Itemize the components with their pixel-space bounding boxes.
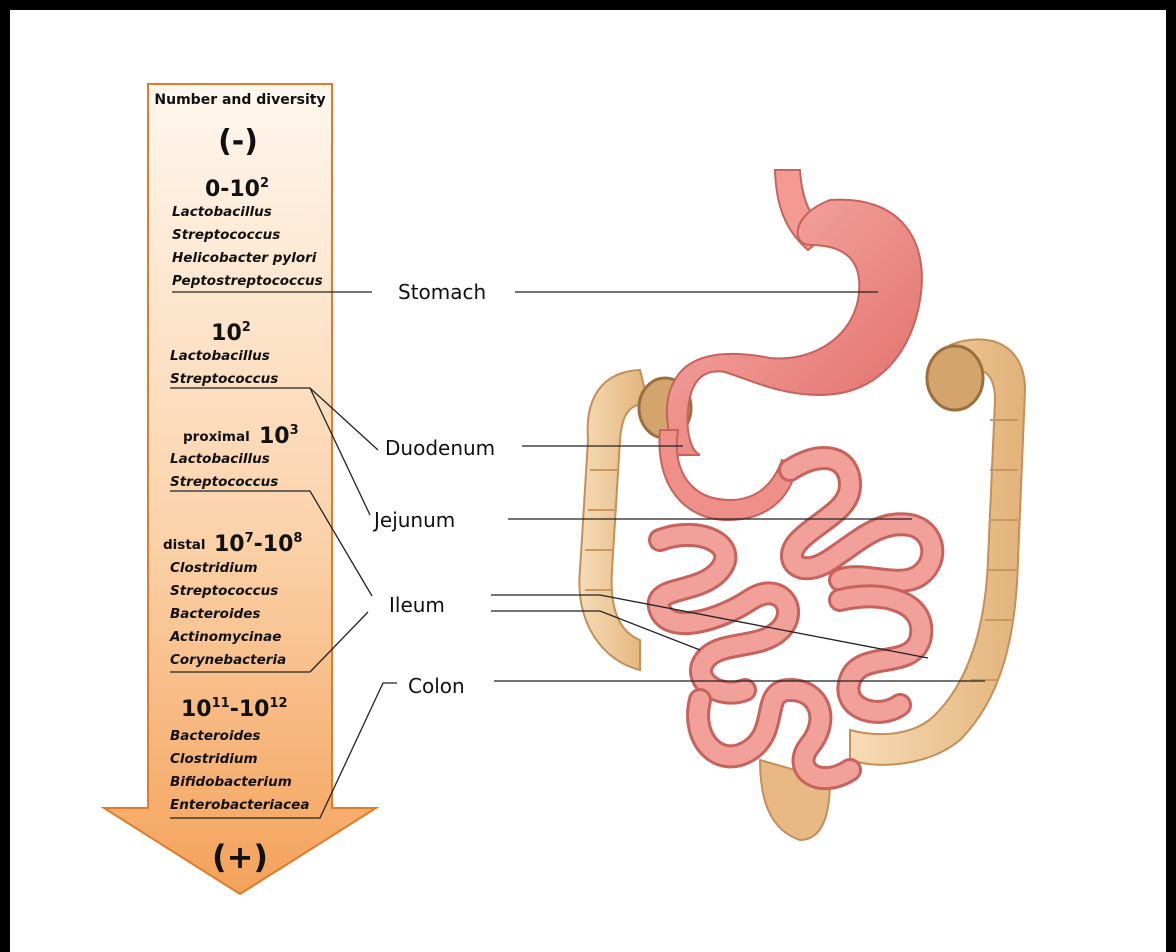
count-prefix: distal bbox=[163, 537, 206, 553]
count-base: 10 bbox=[214, 532, 245, 557]
count-exp2: 12 bbox=[269, 696, 287, 711]
arrow-bottom-sign: (+) bbox=[212, 838, 268, 876]
count-label: 107-108 bbox=[214, 531, 302, 557]
count-exp: 7 bbox=[245, 531, 254, 546]
count-label: 0-102 bbox=[205, 176, 269, 202]
bacteria-item: Lactobacillus bbox=[170, 451, 270, 467]
arrow-top-sign: (-) bbox=[218, 124, 258, 159]
bacteria-item: Helicobacter pylori bbox=[172, 250, 317, 266]
label-jejunum: Jejunum bbox=[372, 508, 455, 532]
bacteria-item: Actinomycinae bbox=[169, 629, 281, 645]
label-duodenum: Duodenum bbox=[385, 436, 495, 460]
count-exp: 2 bbox=[260, 176, 269, 191]
arrow-title: Number and diversity bbox=[154, 92, 325, 108]
count-exp2: 8 bbox=[293, 531, 302, 546]
label-ileum: Ileum bbox=[389, 593, 445, 617]
bacteria-item: Lactobacillus bbox=[172, 204, 272, 220]
bacteria-item: Streptococcus bbox=[170, 583, 278, 599]
count-base: 10 bbox=[181, 697, 212, 722]
colon-shape bbox=[579, 370, 648, 670]
bacteria-item: Peptostreptococcus bbox=[172, 273, 323, 289]
bacteria-item: Clostridium bbox=[170, 751, 258, 767]
bacteria-item: Streptococcus bbox=[170, 371, 278, 387]
gi-tract-illustration bbox=[579, 170, 1025, 840]
label-colon: Colon bbox=[408, 674, 465, 698]
stomach-shape bbox=[667, 200, 922, 455]
count-base: 0-10 bbox=[205, 177, 260, 202]
count-exp: 11 bbox=[212, 696, 230, 711]
bacteria-item: Bacteroides bbox=[170, 728, 260, 744]
label-stomach: Stomach bbox=[398, 280, 486, 304]
count-exp: 2 bbox=[242, 320, 251, 335]
bacteria-item: Streptococcus bbox=[170, 474, 278, 490]
count-tail: -10 bbox=[230, 697, 270, 722]
bacteria-item: Bifidobacterium bbox=[170, 774, 292, 790]
count-tail: -10 bbox=[254, 532, 294, 557]
count-prefix: proximal bbox=[183, 429, 250, 445]
colon-opening-right bbox=[927, 346, 983, 410]
bacteria-item: Clostridium bbox=[170, 560, 258, 576]
count-exp: 3 bbox=[290, 423, 299, 438]
count-base: 10 bbox=[211, 321, 242, 346]
bacteria-item: Enterobacteriacea bbox=[170, 797, 309, 813]
count-base: 10 bbox=[259, 424, 290, 449]
bacteria-item: Corynebacteria bbox=[170, 652, 286, 668]
bacteria-item: Streptococcus bbox=[172, 227, 280, 243]
bacteria-item: Bacteroides bbox=[170, 606, 260, 622]
bacteria-item: Lactobacillus bbox=[170, 348, 270, 364]
